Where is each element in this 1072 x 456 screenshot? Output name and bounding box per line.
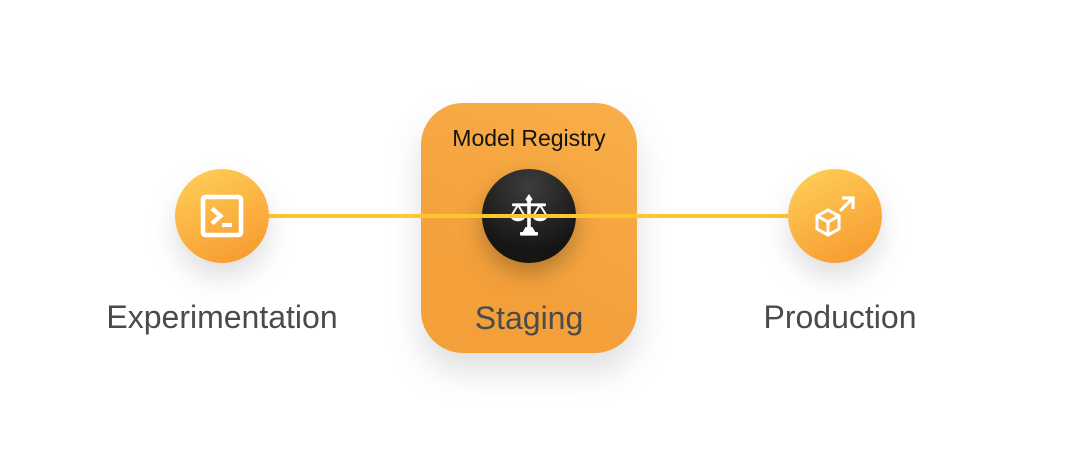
experimentation-label: Experimentation <box>106 299 338 335</box>
cube-launch-icon <box>809 190 861 242</box>
experimentation-node <box>175 169 269 263</box>
staging-label: Staging <box>474 300 584 336</box>
production-node <box>788 169 882 263</box>
terminal-icon <box>198 192 246 240</box>
model-registry-panel: Model Registry Staging <box>421 103 637 353</box>
model-registry-title: Model Registry <box>452 125 606 151</box>
connector-line <box>268 214 789 218</box>
production-label: Production <box>763 299 917 335</box>
